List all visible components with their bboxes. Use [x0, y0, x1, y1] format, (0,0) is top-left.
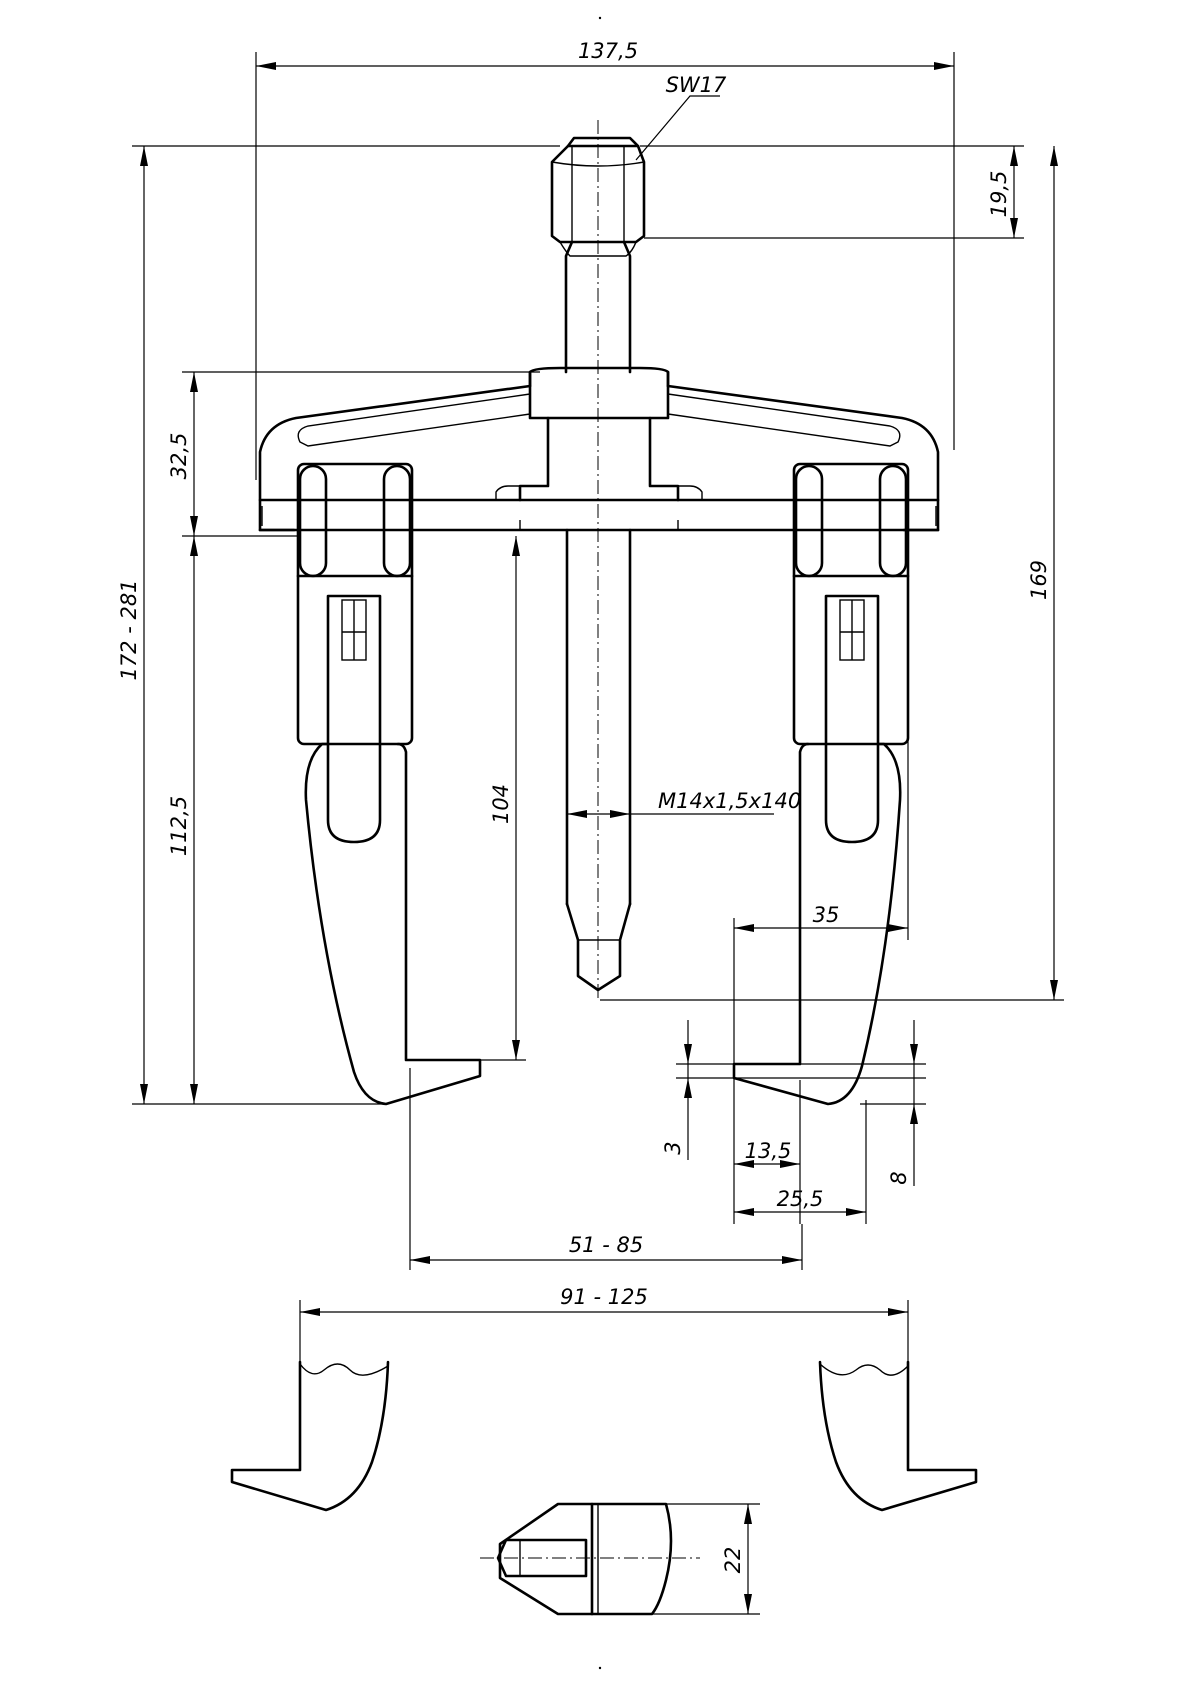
dim-hook-depth-small: 13,5 [745, 1139, 792, 1163]
dim-total-height: 172 - 281 [117, 579, 141, 680]
page-mark-bottom [598, 1666, 602, 1670]
dim-inner-span: 51 - 85 [569, 1233, 643, 1257]
dim-reach: 104 [489, 784, 513, 824]
dim-jaw-height: 112,5 [167, 796, 191, 856]
dim-outer-span: 91 - 125 [560, 1285, 648, 1309]
dim-overall-width: 137,5 [578, 39, 638, 63]
jaw-top-view [480, 1502, 700, 1616]
page-mark-top [598, 16, 602, 20]
dim-hook-tip: 8 [887, 1171, 911, 1184]
dim-spindle-height: 169 [1027, 560, 1051, 600]
dim-hex-size: SW17 [666, 73, 727, 97]
left-jaw [296, 462, 482, 1106]
dim-hook-depth-large: 25,5 [777, 1187, 824, 1211]
right-jaw [732, 462, 910, 1106]
dim-jaw-width: 35 [813, 903, 840, 927]
dimension-lines [132, 52, 1064, 1615]
jaw-tips [230, 1360, 978, 1512]
dim-hook-thickness: 3 [661, 1141, 685, 1154]
dim-arm-offset: 32,5 [167, 433, 191, 480]
dim-thread: M14x1,5x140 [658, 789, 801, 813]
dim-hex-height: 19,5 [987, 171, 1011, 218]
dim-jaw-thickness: 22 [721, 1547, 745, 1574]
puller-body [258, 136, 940, 992]
